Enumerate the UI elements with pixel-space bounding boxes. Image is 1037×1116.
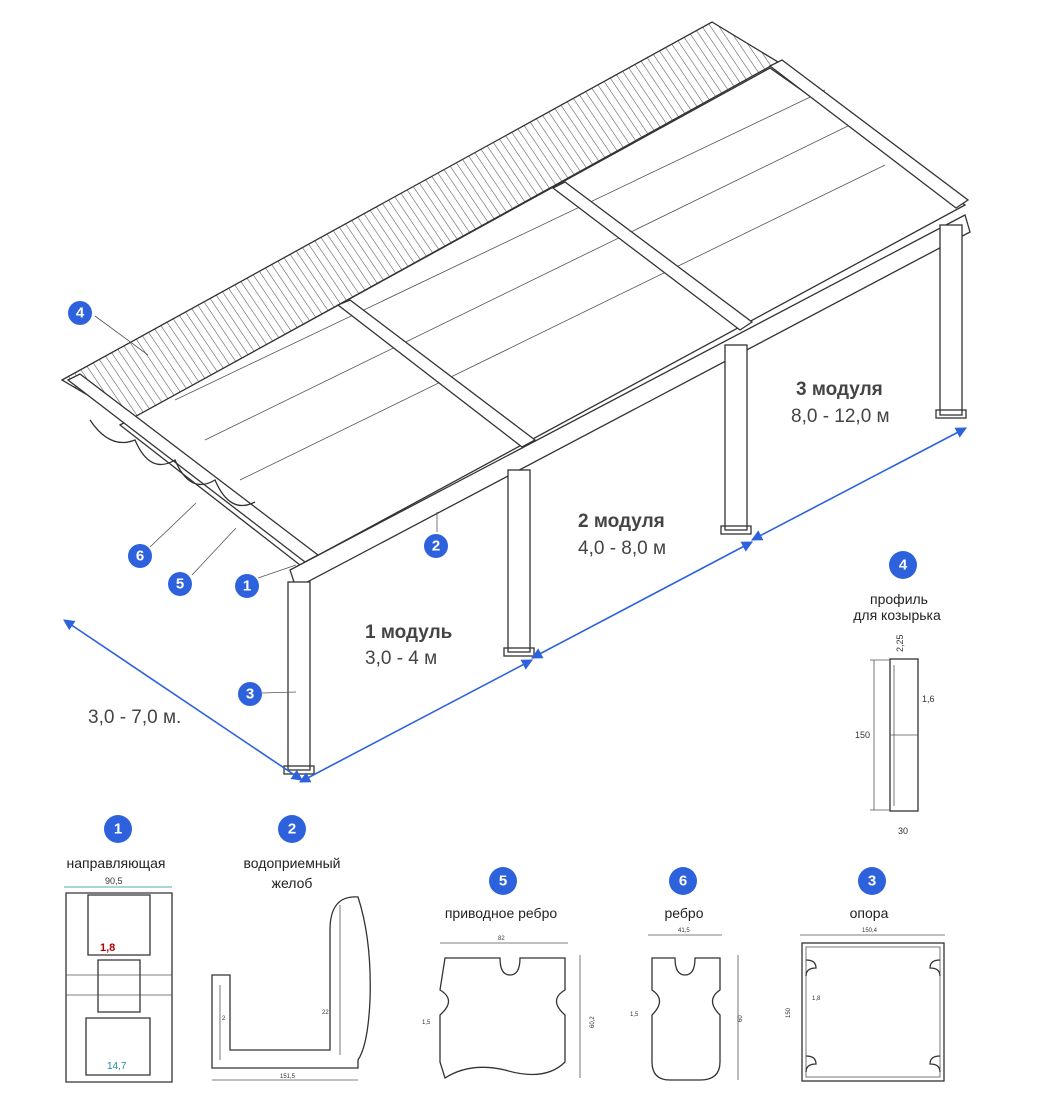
profile-1-dim-slot: 14,7: [107, 1061, 127, 1072]
profile-5-number: 5: [499, 873, 507, 890]
module-labels: 1 модуль 3,0 - 4 м 2 модуля 4,0 - 8,0 м …: [88, 379, 890, 728]
profile-4-name: профиль: [870, 591, 928, 607]
profile-5-dim-height: 60,2: [590, 1016, 596, 1028]
pergola-structure: [60, 21, 971, 775]
profile-5-dim-wall: 1,5: [422, 1020, 431, 1026]
module-1-title: 1 модуль: [365, 622, 452, 643]
profile-3-dim-width: 150,4: [862, 928, 878, 934]
profile-1-dim-wall: 1,8: [100, 942, 115, 954]
callout-2: 2: [432, 538, 440, 555]
profile-3-dim-height: 150: [786, 1007, 792, 1018]
profile-1-dim-width: 90,5: [105, 876, 123, 886]
profile-2-name2: желоб: [272, 875, 313, 891]
profile-1-name: направляющая: [67, 855, 166, 871]
dimension-arrows: [63, 427, 967, 783]
profile-3-dim-wall: 1,8: [812, 996, 821, 1002]
profile-3-name: опора: [850, 905, 889, 921]
main-callouts: 4 2 1 5 6 3: [68, 301, 448, 706]
profile-2-name: водоприемный: [244, 855, 341, 871]
module-2-title: 2 модуля: [578, 511, 665, 532]
module-2-range: 4,0 - 8,0 м: [578, 538, 666, 559]
profile-5-name: приводное ребро: [445, 905, 558, 921]
callout-3: 3: [246, 686, 254, 703]
profile-4-name2: для козырька: [853, 607, 941, 623]
profile-6-dim-wall: 1,5: [630, 1012, 639, 1018]
profile-4-number: 4: [899, 557, 908, 574]
profile-2-dim-width: 151,5: [280, 1074, 296, 1080]
callout-6: 6: [136, 548, 144, 565]
profile-4-dim-wall: 1,6: [922, 694, 935, 704]
profile-6-number: 6: [679, 873, 687, 890]
profile-2-dim-wall: 2: [222, 1016, 226, 1022]
callout-4: 4: [76, 305, 85, 322]
module-3-range: 8,0 - 12,0 м: [791, 406, 890, 427]
depth-label: 3,0 - 7,0 м.: [88, 707, 181, 728]
profile-5-dim-width: 82: [498, 936, 505, 942]
profile-4-dim-width: 30: [898, 826, 908, 836]
profile-2-dim-gap: 22: [322, 1010, 329, 1016]
profile-2-number: 2: [288, 821, 296, 838]
profile-5: 5 приводное ребро 82 60,2 1,5: [422, 867, 596, 1080]
profile-6-name: ребро: [664, 905, 703, 921]
profile-6-dim-width: 41,5: [678, 928, 690, 934]
profile-4-dim-height: 150: [855, 730, 870, 740]
callout-1: 1: [243, 578, 251, 595]
module-1-range: 3,0 - 4 м: [365, 648, 437, 669]
profile-3: 3 опора 150,4 150 1,8: [786, 867, 945, 1082]
profile-6: 6 ребро 41,5 60 1,5: [630, 867, 744, 1081]
module-3-title: 3 модуля: [796, 379, 883, 400]
profile-4: 4 профиль для козырька 150 1,6 30 2,25: [853, 551, 941, 836]
callout-5: 5: [176, 576, 184, 593]
profile-6-dim-height: 60: [738, 1015, 744, 1022]
profile-4-dim-top: 2,25: [895, 634, 905, 652]
profile-1: 1 направляющая 90,5 1,8 14,7: [64, 815, 173, 1083]
profile-3-number: 3: [868, 873, 876, 890]
profile-1-number: 1: [114, 821, 122, 838]
profile-2: 2 водоприемный желоб 151,5 2 22: [211, 815, 371, 1081]
